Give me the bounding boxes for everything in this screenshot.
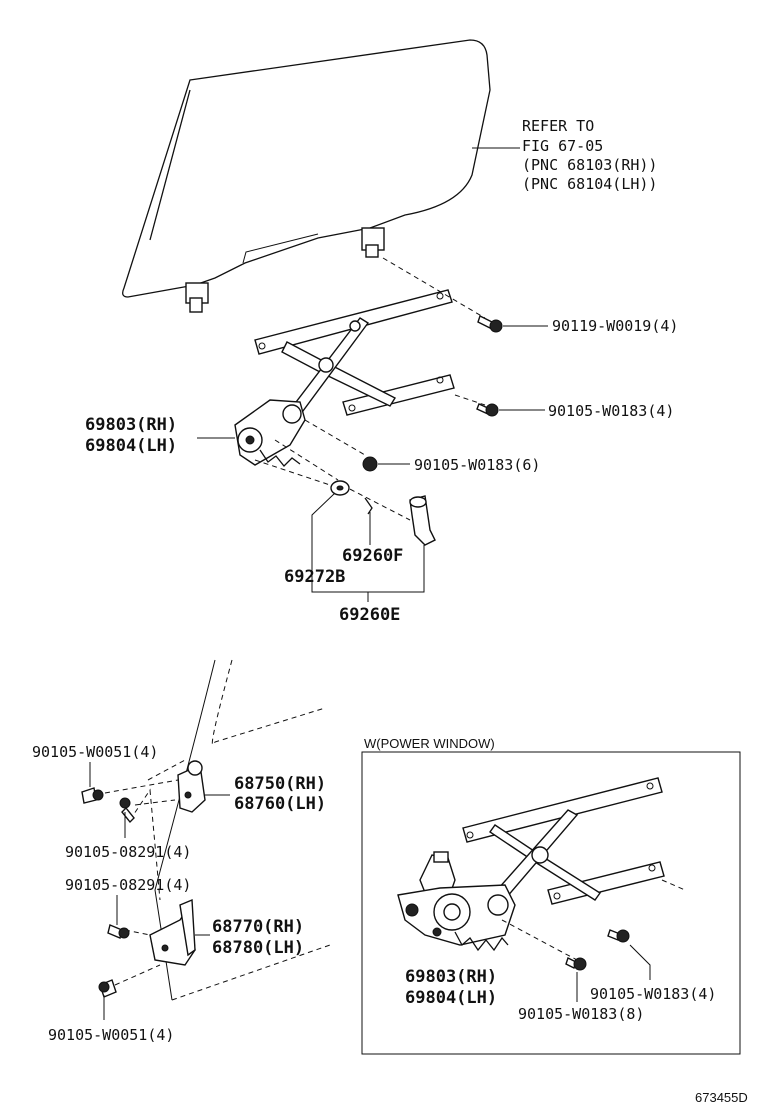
label-bolt-regulator: 90105-W0183(6) <box>414 456 540 474</box>
figure-id: 673455D <box>695 1090 748 1105</box>
bolt-90105-regulator <box>362 456 378 472</box>
hinge-bolt-lower <box>98 979 117 998</box>
refer-line-1: REFER TO <box>522 117 594 135</box>
upper-hinge <box>177 760 206 813</box>
label-hinge-bolt-lower: 90105-W0051(4) <box>48 1026 174 1044</box>
label-bolt-mid: 90105-W0183(4) <box>548 402 674 420</box>
label-handle-e: 69260E <box>339 605 400 625</box>
refer-line-4: (PNC 68104(LH)) <box>522 175 657 193</box>
label-lower-hinge-rh: 68770(RH) <box>212 917 304 937</box>
bolt-90105-mid <box>476 403 499 417</box>
door-glass <box>122 39 491 313</box>
label-regulator-rh: 69803(RH) <box>85 415 177 435</box>
window-handle <box>409 495 436 546</box>
label-washer: 69272B <box>284 567 345 587</box>
label-hinge-bolt-b: 90105-08291(4) <box>65 876 191 894</box>
label-pw-bolt-a: 90105-W0183(4) <box>590 985 716 1003</box>
power-window-title: W(POWER WINDOW) <box>364 736 495 751</box>
label-regulator-lh: 69804(LH) <box>85 436 177 456</box>
label-hinge-bolt-upper: 90105-W0051(4) <box>32 743 158 761</box>
manual-regulator <box>234 289 455 467</box>
washer-69272b <box>330 480 350 496</box>
label-hinge-bolt-a: 90105-08291(4) <box>65 843 191 861</box>
label-bolt-top: 90119-W0019(4) <box>552 317 678 335</box>
hinge-bolt-a <box>119 797 135 824</box>
power-regulator <box>397 777 665 952</box>
pw-bolt-a <box>607 929 630 943</box>
clip-69260f <box>364 497 373 515</box>
refer-line-3: (PNC 68103(RH)) <box>522 156 657 174</box>
label-handle-f: 69260F <box>342 546 403 566</box>
hinge-bolt-b <box>107 924 130 939</box>
label-upper-hinge-lh: 68760(LH) <box>234 794 326 814</box>
label-upper-hinge-rh: 68750(RH) <box>234 774 326 794</box>
label-pw-regulator-lh: 69804(LH) <box>405 988 497 1008</box>
hinge-bolt-upper <box>81 787 104 804</box>
power-window-box <box>361 751 741 1055</box>
bolt-90119 <box>477 315 503 333</box>
label-pw-bolt-b: 90105-W0183(8) <box>518 1005 644 1023</box>
label-lower-hinge-lh: 68780(LH) <box>212 938 304 958</box>
refer-line-2: FIG 67-05 <box>522 137 603 155</box>
lower-hinge <box>149 898 196 966</box>
label-pw-regulator-rh: 69803(RH) <box>405 967 497 987</box>
pw-bolt-b <box>565 957 587 971</box>
